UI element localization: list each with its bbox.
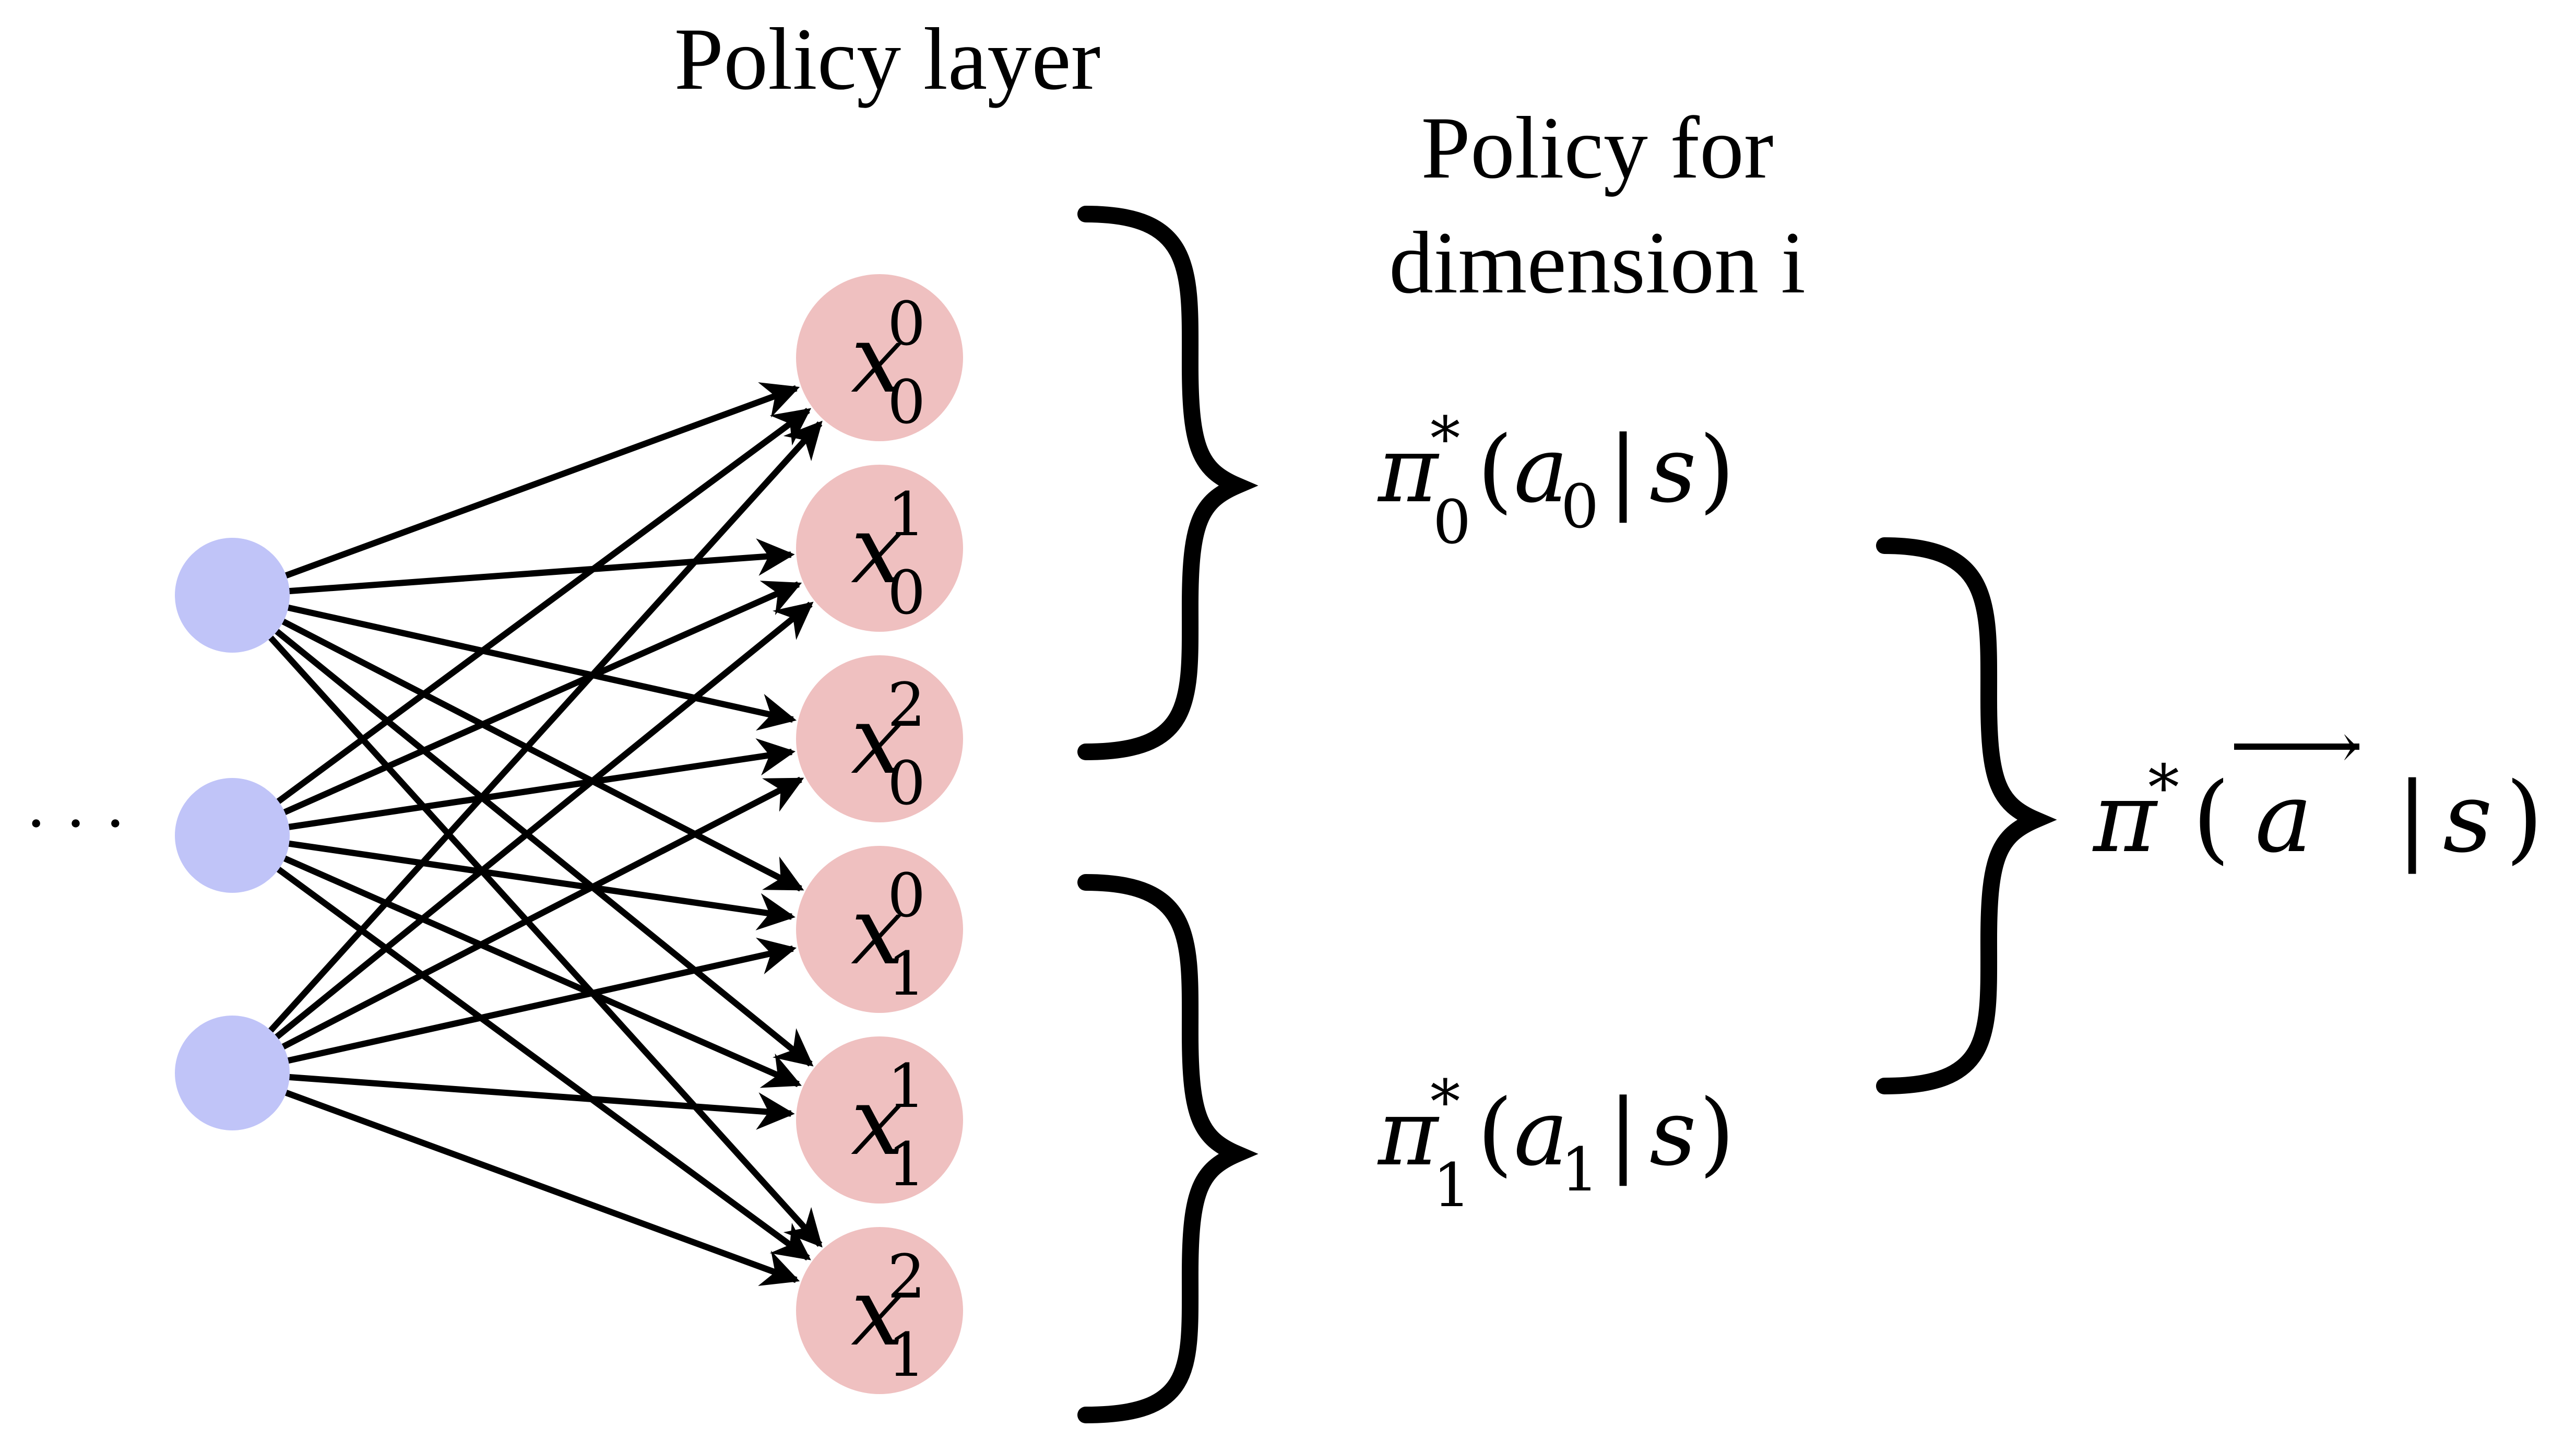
svg-text:1: 1: [887, 1320, 925, 1390]
svg-text:x: x: [851, 496, 904, 605]
svg-text:a: a: [2255, 761, 2312, 874]
output-node: x 0 1: [796, 846, 963, 1013]
input-nodes: [175, 538, 290, 1130]
svg-text:): ): [1699, 417, 1735, 523]
svg-text:s: s: [1649, 1080, 1696, 1186]
policy-for-label: Policy for: [1421, 99, 1773, 197]
svg-text:|: |: [2396, 761, 2428, 874]
svg-text:a: a: [1514, 417, 1568, 523]
svg-text:(: (: [1477, 417, 1513, 523]
connection-arrow: [276, 937, 797, 1066]
brace-joint: [1876, 537, 2057, 1094]
svg-text:π: π: [1377, 417, 1440, 523]
svg-text:0: 0: [1433, 488, 1471, 558]
connection-arrow: [274, 1086, 800, 1286]
svg-text:π: π: [1377, 1080, 1440, 1186]
policy-dimension-0: π * 0 ( a 0 | s ): [1377, 404, 1735, 558]
svg-text:x: x: [851, 1067, 904, 1176]
connection-arrow: [278, 1073, 795, 1130]
connection-arrow: [277, 839, 796, 930]
joint-policy: π * ( → a | s ): [2092, 710, 2543, 874]
svg-text:s: s: [2443, 761, 2492, 874]
output-node: x 1 0: [796, 465, 963, 632]
connection-arrow: [260, 420, 823, 1041]
svg-text:2: 2: [887, 1242, 925, 1312]
connection-arrow: [278, 538, 795, 595]
svg-text:*: *: [1430, 404, 1461, 474]
brace-dimension-1: [1077, 874, 1259, 1423]
output-node: x 0 0: [796, 274, 963, 441]
svg-text:1: 1: [887, 1052, 925, 1122]
svg-text:a: a: [1514, 1080, 1568, 1186]
policy-dimension-1: π * 1 ( a 1 | s ): [1377, 1067, 1735, 1221]
svg-text:s: s: [1649, 417, 1696, 523]
connection-edges: [260, 382, 823, 1286]
dimension-label: dimension i: [1389, 214, 1806, 312]
svg-text:0: 0: [887, 749, 925, 819]
ellipsis: · · ·: [25, 786, 127, 861]
svg-text:*: *: [2148, 752, 2179, 824]
output-node: x 2 1: [796, 1227, 963, 1394]
svg-text:*: *: [1430, 1067, 1461, 1137]
connection-arrow: [273, 851, 802, 1088]
policy-layer-title: Policy layer: [674, 10, 1101, 108]
svg-text:2: 2: [887, 670, 925, 740]
output-nodes: x 0 0 x 1 0 x 2 0 x 0 1 x 1 1: [796, 274, 963, 1394]
svg-text:x: x: [851, 686, 904, 795]
svg-text:x: x: [851, 877, 904, 986]
svg-text:1: 1: [1561, 1135, 1599, 1205]
svg-text:0: 0: [1561, 472, 1599, 542]
svg-text:1: 1: [887, 480, 925, 550]
svg-text:1: 1: [887, 939, 925, 1009]
input-node: [175, 538, 290, 653]
input-node: [175, 1016, 290, 1130]
connection-arrow: [273, 581, 802, 820]
svg-text:|: |: [1608, 417, 1639, 523]
svg-text:1: 1: [1433, 1151, 1471, 1221]
svg-text:(: (: [2192, 761, 2230, 874]
svg-text:|: |: [1608, 1080, 1639, 1186]
output-node: x 2 0: [796, 655, 963, 822]
svg-text:(: (: [1477, 1080, 1513, 1186]
output-node: x 1 1: [796, 1036, 963, 1204]
svg-text:x: x: [851, 305, 904, 414]
brace-dimension-0: [1077, 206, 1259, 760]
connection-arrow: [277, 738, 796, 832]
svg-text:): ): [1699, 1080, 1735, 1186]
connection-arrow: [274, 382, 800, 583]
svg-text:1: 1: [887, 1130, 925, 1200]
connection-arrow: [267, 860, 811, 1261]
connection-arrow: [260, 627, 823, 1248]
svg-text:π: π: [2092, 761, 2158, 874]
svg-text:0: 0: [887, 368, 925, 438]
connection-arrow: [276, 602, 797, 731]
connection-arrow: [266, 601, 814, 1047]
connection-arrow: [271, 776, 804, 1055]
svg-text:0: 0: [887, 289, 925, 359]
connection-arrow: [266, 621, 814, 1067]
connection-arrow: [267, 408, 812, 811]
svg-text:0: 0: [887, 861, 925, 931]
svg-text:x: x: [851, 1258, 904, 1367]
input-node: [175, 778, 290, 893]
svg-text:0: 0: [887, 558, 925, 628]
svg-text:→: →: [2307, 710, 2360, 783]
connection-arrow: [271, 614, 804, 892]
svg-text:): ): [2506, 761, 2543, 874]
